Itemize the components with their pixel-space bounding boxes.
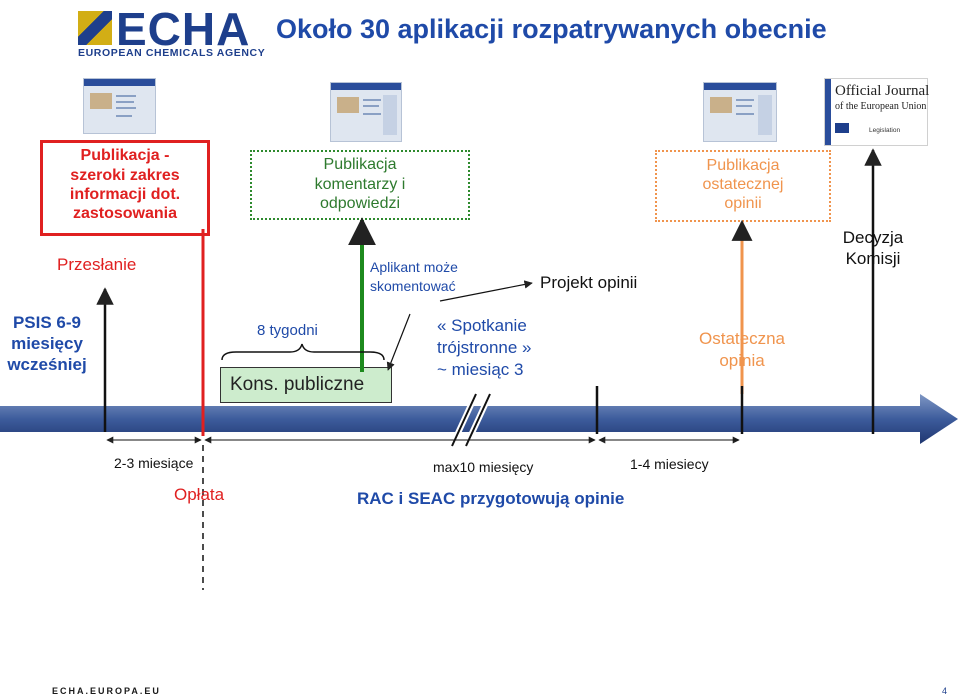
spotkanie-arrow bbox=[386, 313, 411, 371]
public-consultation-label: Kons. publiczne bbox=[230, 374, 365, 395]
echa-logo-accent bbox=[78, 11, 112, 45]
span-1-4-months-label: 1-4 miesiecy bbox=[630, 456, 709, 472]
eight-weeks-label: 8 tygodni bbox=[257, 322, 318, 339]
red-box-line-1: Publikacja - bbox=[80, 147, 170, 164]
publication-broad-info-box bbox=[40, 140, 210, 236]
green-box-line-3: odpowiedzi bbox=[319, 195, 401, 212]
orange-box-line-2: ostatecznej bbox=[702, 176, 784, 193]
red-box-line-4: zastosowania bbox=[72, 205, 178, 222]
footer-site: ECHA.EUROPA.EU bbox=[52, 686, 161, 696]
oj-title: Official Journal bbox=[835, 83, 930, 99]
page-title: Około 30 aplikacji rozpatrywanych obecni… bbox=[276, 14, 827, 44]
red-box-line-3: informacji dot. bbox=[69, 186, 181, 203]
span-2-3-months-label: 2-3 miesiące bbox=[114, 455, 194, 471]
applicant-comment-line-1: Aplikant może bbox=[370, 259, 458, 275]
eight-weeks-brace bbox=[221, 343, 385, 361]
max-10-months-label: max10 miesięcy bbox=[433, 459, 534, 475]
website-thumbnail-2 bbox=[330, 82, 402, 142]
draft-opinion-label: Projekt opinii bbox=[540, 273, 638, 292]
commission-decision-line-2: Komisji bbox=[845, 249, 901, 268]
trilateral-meeting-line-2: trójstronne » bbox=[437, 338, 532, 357]
public-consultation-box bbox=[220, 367, 392, 403]
aplikant-arrow bbox=[439, 280, 533, 302]
psis-line-3: wcześniej bbox=[7, 355, 87, 374]
red-box-line-2: szeroki zakres bbox=[70, 167, 180, 184]
psis-line-2: miesięcy bbox=[11, 334, 83, 353]
fee-label: Opłata bbox=[174, 485, 225, 504]
oj-subtitle: of the European Union bbox=[835, 101, 927, 112]
orange-box-line-1: Publikacja bbox=[706, 157, 780, 174]
psis-line-1: PSIS 6-9 bbox=[12, 313, 82, 332]
commission-decision-line-1: Decyzja bbox=[842, 228, 904, 247]
echa-logo-subtitle: EUROPEAN CHEMICALS AGENCY bbox=[78, 47, 266, 59]
echa-logo-word: ECHA bbox=[116, 3, 251, 55]
final-opinion-line-2: opinia bbox=[719, 351, 765, 370]
green-box-line-2: komentarzy i bbox=[314, 176, 406, 193]
website-thumbnail-3 bbox=[703, 82, 777, 142]
eu-flag-icon bbox=[835, 123, 849, 133]
final-opinion-line-1: Ostateczna bbox=[699, 329, 785, 348]
official-journal-cover: Official Journal of the European Union L… bbox=[824, 78, 930, 146]
trilateral-meeting-line-1: « Spotkanie bbox=[437, 316, 527, 335]
website-thumbnail-1 bbox=[83, 78, 156, 134]
page-number: 4 bbox=[942, 686, 948, 696]
trilateral-meeting-line-3: ~ miesiąc 3 bbox=[437, 360, 524, 379]
applicant-comment-line-2: skomentować bbox=[370, 278, 456, 294]
oj-legislation: Legislation bbox=[869, 127, 901, 134]
rac-seac-label: RAC i SEAC przygotowują opinie bbox=[357, 489, 625, 508]
submission-label: Przesłanie bbox=[57, 255, 137, 274]
orange-box-line-3: opinii bbox=[724, 195, 762, 212]
green-box-line-1: Publikacja bbox=[323, 156, 397, 173]
